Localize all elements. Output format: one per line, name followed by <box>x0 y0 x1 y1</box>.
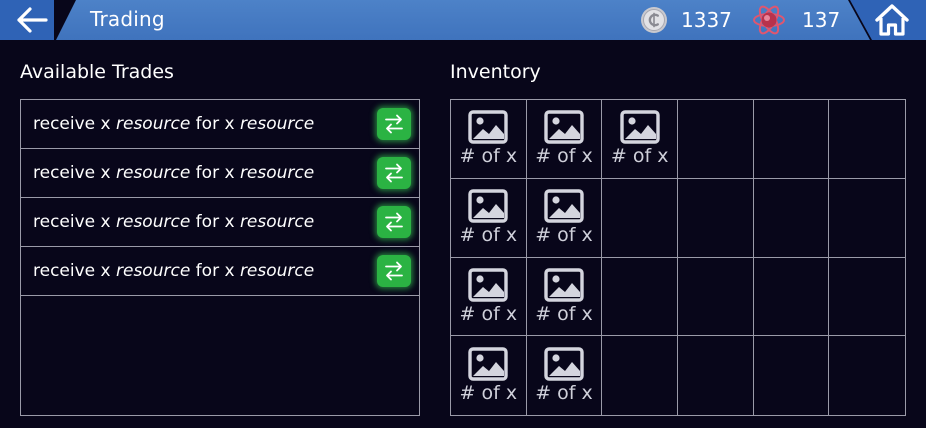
inventory-slot-empty[interactable] <box>753 100 830 179</box>
inventory-slot-empty[interactable] <box>602 178 678 258</box>
item-count-label: # of x <box>535 382 593 405</box>
image-placeholder-icon <box>544 347 584 381</box>
item-count-label: # of x <box>459 224 518 247</box>
coin-count: 1337 <box>681 8 732 32</box>
inventory-title: Inventory <box>450 61 541 83</box>
item-count-label: # of x <box>459 302 518 325</box>
trade-row: receive x resource for x resource <box>21 100 419 149</box>
image-placeholder-icon <box>468 268 509 302</box>
image-placeholder-icon <box>544 189 584 223</box>
inventory-slot-item[interactable]: # of x <box>451 100 527 179</box>
trade-receive-text: receive x <box>33 163 116 183</box>
trade-receive-resource: resource <box>116 163 191 183</box>
inventory-slot-empty[interactable] <box>753 257 830 337</box>
page-title: Trading <box>90 7 165 31</box>
trade-receive-text: receive x <box>33 261 116 281</box>
inventory-grid: # of x # of x # of x # of x # of x # of x # of… <box>450 99 906 416</box>
inventory-slot-empty[interactable] <box>753 178 830 258</box>
inventory-slot-empty[interactable] <box>677 100 754 179</box>
trade-receive-resource: resource <box>116 114 191 134</box>
image-placeholder-icon <box>468 110 509 145</box>
inventory-slot-item[interactable]: # of x <box>526 100 603 179</box>
inventory-slot-item[interactable]: # of x <box>451 178 527 258</box>
item-count-label: # of x <box>535 224 593 247</box>
inventory-slot-item[interactable]: # of x <box>451 336 527 415</box>
inventory-slot-empty[interactable] <box>829 179 905 258</box>
inventory-slot-item[interactable]: # of x <box>451 257 527 337</box>
image-placeholder-icon <box>544 268 584 302</box>
swap-arrows-icon <box>385 261 403 281</box>
inventory-slot-empty[interactable] <box>677 257 754 337</box>
image-placeholder-icon <box>468 189 509 223</box>
image-placeholder-icon <box>468 347 509 381</box>
inventory-slot-empty[interactable] <box>602 257 678 337</box>
inventory-slot-item[interactable]: # of x <box>526 257 603 337</box>
item-count-label: # of x <box>459 382 518 405</box>
trade-button[interactable] <box>377 157 411 189</box>
trade-description: receive x resource for x resource <box>33 114 314 134</box>
trade-row: receive x resource for x resource <box>21 149 419 198</box>
inventory-slot-empty[interactable] <box>829 258 905 337</box>
item-count-label: # of x <box>535 302 593 325</box>
home-icon[interactable] <box>874 3 910 37</box>
image-placeholder-icon <box>619 110 660 145</box>
inventory-slot-empty[interactable] <box>678 336 754 415</box>
trade-for-text: for x <box>190 212 240 232</box>
trade-description: receive x resource for x resource <box>33 212 314 232</box>
coin-icon <box>641 7 667 33</box>
item-count-label: # of x <box>535 145 593 168</box>
trade-row: receive x resource for x resource <box>21 198 419 247</box>
title-bar-bg <box>56 0 870 40</box>
trade-button[interactable] <box>377 206 411 238</box>
item-count-label: # of x <box>610 145 669 168</box>
trade-give-resource: resource <box>239 261 315 281</box>
available-trades-title: Available Trades <box>20 61 174 83</box>
trade-row: receive x resource for x resource <box>21 247 419 296</box>
inventory-slot-empty[interactable] <box>754 336 830 415</box>
back-button[interactable] <box>12 4 52 36</box>
inventory-slot-empty[interactable] <box>602 336 678 415</box>
trade-description: receive x resource for x resource <box>33 163 314 183</box>
trade-give-resource: resource <box>239 114 315 134</box>
trade-receive-resource: resource <box>116 212 191 232</box>
item-count-label: # of x <box>459 145 518 168</box>
trade-description: receive x resource for x resource <box>33 261 314 281</box>
trade-give-resource: resource <box>239 163 315 183</box>
trade-button[interactable] <box>377 255 411 287</box>
arrow-left-icon <box>17 7 48 33</box>
inventory-slot-empty[interactable] <box>829 336 905 415</box>
swap-arrows-icon <box>385 212 403 232</box>
trade-for-text: for x <box>190 261 240 281</box>
inventory-slot-item[interactable]: # of x <box>602 100 678 179</box>
atom-icon <box>753 5 785 35</box>
trade-receive-text: receive x <box>33 114 116 134</box>
image-placeholder-icon <box>544 110 584 145</box>
trade-for-text: for x <box>190 114 240 134</box>
inventory-slot-item[interactable]: # of x <box>527 336 603 415</box>
trade-give-resource: resource <box>239 212 315 232</box>
swap-arrows-icon <box>385 163 403 183</box>
trade-for-text: for x <box>190 163 240 183</box>
top-bar: Trading 1337 137 <box>0 0 926 40</box>
inventory-slot-item[interactable]: # of x <box>526 178 603 258</box>
trade-button[interactable] <box>377 108 411 140</box>
inventory-slot-empty[interactable] <box>829 100 905 179</box>
swap-arrows-icon <box>385 114 403 134</box>
trade-receive-text: receive x <box>33 212 116 232</box>
trade-receive-resource: resource <box>116 261 191 281</box>
atom-count: 137 <box>802 8 841 32</box>
inventory-slot-empty[interactable] <box>677 178 754 258</box>
